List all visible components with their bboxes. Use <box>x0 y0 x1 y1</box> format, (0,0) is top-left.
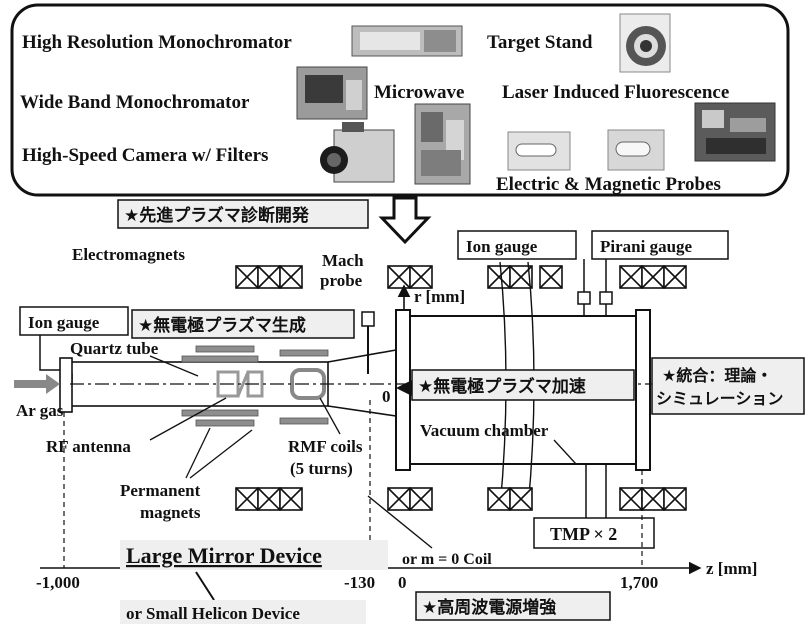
rmf-coils-label-1: RMF coils <box>288 437 363 456</box>
quartz-tube-leader <box>149 355 199 377</box>
electromagnets-upper-mid <box>387 265 433 289</box>
vacuum-chamber-label: Vacuum chamber <box>420 421 549 440</box>
m0-coil-leader <box>367 495 433 549</box>
rf-power-tag-box <box>415 591 611 621</box>
r-zero-label: 0 <box>382 387 391 406</box>
probe-photo-2 <box>607 129 665 171</box>
electromagnets-upper-left <box>235 265 303 289</box>
electromagnets-lower-left <box>235 487 303 511</box>
rf-antenna-label: RF antenna <box>46 437 131 456</box>
high-res-mono-photo <box>351 25 463 57</box>
probe-photo-1 <box>507 131 571 171</box>
wide-band-mono-photo <box>296 66 368 120</box>
gauge-port-1 <box>577 291 591 305</box>
down-arrow-icon <box>378 196 432 245</box>
acceleration-tag: ★無電極プラズマ加速 <box>418 376 586 397</box>
target-stand-photo <box>619 13 671 73</box>
permanent-magnets-label-2: magnets <box>140 503 201 522</box>
high-speed-camera-label: High-Speed Camera w/ Filters <box>22 145 268 166</box>
rf-power-tag: ★高周波電源増強 <box>422 597 556 618</box>
ion-gauge-right-label: Ion gauge <box>466 237 538 256</box>
small-helicon-label: or Small Helicon Device <box>126 604 300 623</box>
microwave-photo <box>414 103 471 185</box>
lif-photo <box>694 102 776 162</box>
vacuum-chamber-leader <box>553 439 577 465</box>
high-res-mono-label: High Resolution Monochromator <box>22 32 292 53</box>
pirani-gauge-label: Pirani gauge <box>600 237 693 256</box>
diagnostics-tag: ★先進プラズマ診断開発 <box>124 205 310 226</box>
rf-antenna <box>216 370 264 398</box>
pirani-gauge-box <box>591 230 729 260</box>
target-stand-label: Target Stand <box>487 32 593 53</box>
integration-tag-box <box>651 357 805 415</box>
z-tick-neg1000: -1,000 <box>36 573 80 592</box>
quartz-tube-label: Quartz tube <box>70 339 159 358</box>
tmp-label: TMP × 2 <box>550 524 617 544</box>
generation-tag: ★無電極プラズマ生成 <box>138 315 306 336</box>
z-axis-label: z [mm] <box>706 559 757 578</box>
acceleration-arrow-icon <box>396 380 412 396</box>
microwave-label: Microwave <box>374 82 464 103</box>
electromagnets-lower-right <box>487 487 687 511</box>
rmf-coils-label-2: (5 turns) <box>290 459 353 478</box>
r-axis-label: r [mm] <box>414 287 465 306</box>
small-helicon-box <box>120 600 366 624</box>
diagnostics-tag-box <box>117 199 369 229</box>
ar-gas-label: Ar gas <box>16 401 64 420</box>
electromagnets-upper-right <box>487 265 687 289</box>
probes-label: Electric & Magnetic Probes <box>496 174 721 195</box>
rmf-bar-bottom <box>279 417 329 425</box>
permanent-magnets-label-1: Permanent <box>120 481 201 500</box>
m0-coil-label: or m = 0 Coil <box>402 551 492 568</box>
z-tick-neg130: -130 <box>344 573 375 592</box>
integration-tag-line-2: シミュレーション <box>656 389 783 408</box>
rmf-bar-top <box>279 349 329 357</box>
generation-tag-box <box>131 309 355 339</box>
gauge-connector-lines <box>583 259 607 292</box>
wide-band-mono-label: Wide Band Monochromator <box>20 92 250 113</box>
permanent-magnets-leader-2 <box>189 429 253 479</box>
electromagnets-label: Electromagnets <box>72 245 185 264</box>
z-tick-1700: 1,700 <box>620 573 658 592</box>
electromagnets-lower-mid <box>387 487 433 511</box>
mach-probe-label-2: probe <box>320 271 363 290</box>
ar-gas-arrow-icon <box>14 374 60 394</box>
ion-gauge-left-label: Ion gauge <box>28 313 100 332</box>
acceleration-tag-box <box>411 369 635 401</box>
gauge-port-2 <box>599 291 613 305</box>
large-mirror-box <box>120 540 388 570</box>
ion-gauge-right-box <box>457 230 577 260</box>
z-tick-0: 0 <box>398 573 407 592</box>
integration-tag-line-1: ★統合：理論・ <box>662 366 772 385</box>
ion-gauge-left-box <box>19 306 129 336</box>
rmf-coils-leader <box>319 397 341 435</box>
permanent-magnet-bars <box>181 345 259 427</box>
tmp-connector-lines <box>585 464 607 518</box>
permanent-magnets-leader-1 <box>185 427 211 479</box>
chamber-flange-right <box>635 309 651 471</box>
rf-antenna-leader <box>149 397 227 441</box>
tmp-box <box>533 517 655 549</box>
large-mirror-leader <box>195 571 215 601</box>
gauge-stub-lines <box>583 304 607 316</box>
lif-label: Laser Induced Fluorescence <box>502 82 729 103</box>
high-speed-camera-photo <box>320 122 395 183</box>
mach-probe-head <box>361 311 375 327</box>
instrument-panel <box>10 3 790 197</box>
tube-expansion <box>327 349 397 417</box>
large-mirror-label: Large Mirror Device <box>126 543 322 568</box>
source-flange <box>59 357 73 413</box>
mach-probe-label-1: Mach <box>322 251 364 270</box>
